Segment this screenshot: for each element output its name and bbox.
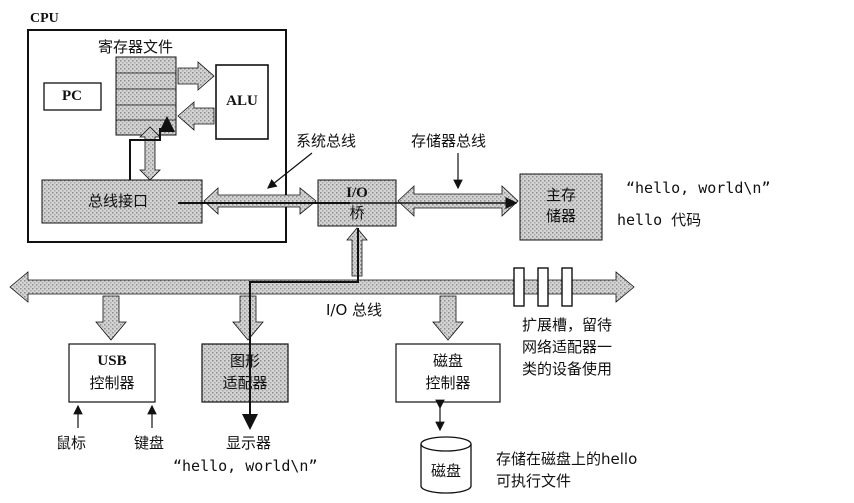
disk-note-line1: 存储在磁盘上的hello — [496, 450, 638, 468]
bus-interface-box — [41, 179, 203, 224]
graphics-label-line1: 图形 — [229, 352, 261, 370]
alu-box — [215, 64, 269, 140]
disk-cylinder — [420, 436, 472, 494]
expansion-label-line2: 网络适配器一 — [522, 338, 613, 356]
disk-controller-box — [395, 343, 501, 403]
usb-drop-arrow — [95, 295, 127, 341]
data-path-line-cpu — [129, 128, 161, 180]
cpu-label: CPU — [30, 11, 59, 26]
system-bus-label: 系统总线 — [296, 132, 357, 150]
memory-string-label: “hello, world\n” — [626, 179, 771, 197]
expansion-label-line3: 类的设备使用 — [522, 360, 613, 378]
memory-bus-arrow — [397, 185, 519, 217]
cpu-boundary — [27, 29, 287, 243]
display-output-label: “hello, world\n” — [173, 457, 318, 475]
reg-bus-interface-arrow — [139, 126, 161, 181]
expansion-slots — [513, 267, 573, 307]
io-bridge-label-line2: 桥 — [349, 204, 365, 222]
alu-label: ALU — [226, 93, 258, 109]
bus-interface-label: 总线接口 — [88, 192, 149, 210]
disk-ctrl-label-line1: 磁盘 — [432, 352, 464, 370]
usb-controller-box — [68, 343, 156, 403]
memory-bus-label: 存储器总线 — [411, 132, 487, 150]
keyboard-label: 键盘 — [134, 434, 165, 452]
system-bus-arrow — [203, 187, 317, 215]
register-file-label: 寄存器文件 — [98, 38, 174, 56]
system-bus-pointer — [267, 152, 313, 189]
mouse-label: 鼠标 — [56, 434, 87, 452]
main-memory-label-line1: 主存 — [545, 186, 577, 204]
display-label: 显示器 — [226, 434, 272, 452]
main-memory-box — [519, 173, 603, 241]
io-bus-label: I/O 总线 — [326, 301, 383, 319]
disk-label: 磁盘 — [430, 462, 462, 480]
io-bus-arrow — [9, 271, 635, 303]
usb-label-line1: USB — [97, 353, 127, 369]
disk-ctrl-label-line2: 控制器 — [425, 374, 471, 392]
memory-code-label: hello 代码 — [617, 211, 702, 229]
reg-to-alu-arrow — [177, 61, 215, 91]
pc-label: PC — [62, 88, 82, 104]
graphics-drop-arrow — [232, 295, 264, 341]
main-memory-label-line2: 储器 — [545, 207, 577, 225]
disk-note-line2: 可执行文件 — [496, 472, 572, 490]
expansion-label-line1: 扩展槽，留待 — [522, 316, 613, 334]
io-bridge-label-line1: I/O — [346, 185, 368, 201]
pc-box — [43, 82, 102, 111]
graphics-adapter-box — [201, 343, 289, 403]
usb-label-line2: 控制器 — [89, 374, 135, 392]
data-path-line-display — [249, 228, 359, 410]
disk-ctrl-drop-arrow — [432, 295, 464, 341]
graphics-label-line2: 适配器 — [222, 374, 268, 392]
alu-to-reg-arrow — [177, 101, 215, 131]
